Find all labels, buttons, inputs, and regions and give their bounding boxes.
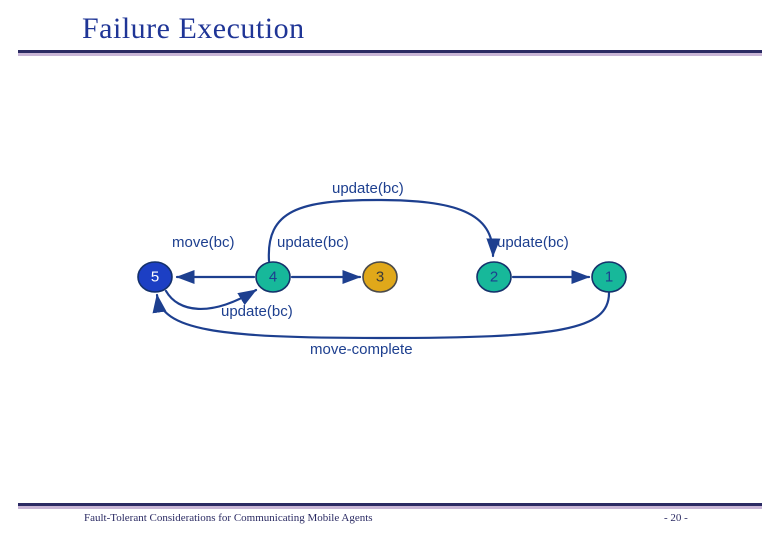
footer-divider-navy-line [18, 503, 762, 506]
footer-divider [18, 503, 762, 509]
edge-five-to-four [164, 288, 258, 310]
node-3 [362, 261, 398, 293]
edge-label-move-complete: move-complete [310, 341, 413, 358]
page-title: Failure Execution [82, 12, 305, 45]
node-2 [476, 261, 512, 293]
edge-arc-four-to-two [267, 198, 501, 263]
page-number: - 20 - [664, 512, 688, 524]
node-1 [591, 261, 627, 293]
edge-label-arc-top: update(bc) [332, 180, 404, 197]
diagram-nodes [137, 261, 627, 293]
footer-divider-lavender-line [18, 506, 762, 509]
node-5 [137, 261, 173, 293]
header-divider-navy-line [18, 50, 762, 53]
node-4 [255, 261, 291, 293]
edge-label-update-bc-lower: update(bc) [221, 303, 293, 320]
edge-label-update-bc-right: update(bc) [497, 234, 569, 251]
edge-label-move-bc: move(bc) [172, 234, 235, 251]
edge-label-update-bc-middle: update(bc) [277, 234, 349, 251]
header-divider-lavender-line [18, 53, 762, 56]
footer-title: Fault-Tolerant Considerations for Commun… [84, 512, 373, 524]
header-divider [18, 50, 762, 56]
edge-one-to-five [152, 291, 611, 340]
